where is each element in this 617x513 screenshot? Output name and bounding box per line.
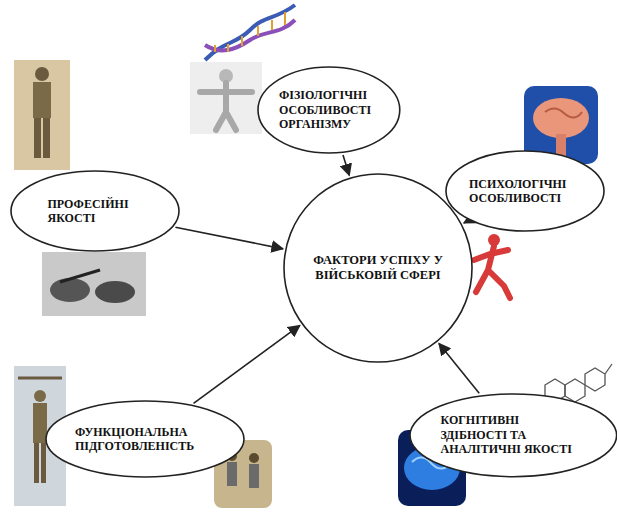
dna-helix — [205, 5, 295, 60]
factor-ellipse: ФУНКЦІОНАЛЬНА ПІДГОТОВЛЕНІСТЬ — [45, 400, 245, 478]
node-label: ФАКТОРИ УСПІХУ У ВІЙСЬКОВІЙ СФЕРІ — [296, 253, 461, 283]
shooting-photo — [42, 252, 146, 316]
dna-rungs — [215, 12, 285, 52]
arrow-connector — [439, 343, 479, 393]
node-label: ПРОФЕСІЙНІ ЯКОСТІ — [48, 197, 143, 226]
arrow-connector — [464, 221, 467, 223]
factor-ellipse: ФІЗІОЛОГІЧНІ ОСОБЛИВОСТІ ОРГАНІЗМУ — [257, 66, 401, 154]
dna-strand — [205, 20, 295, 50]
arrow-connector — [343, 155, 349, 175]
factor-ellipse: ПСИХОЛОГІЧНІ ОСОБЛИВОСТІ — [445, 150, 605, 232]
node-label: ФУНКЦІОНАЛЬНА ПІДГОТОВЛЕНІСТЬ — [75, 425, 215, 454]
soldier-photo — [14, 60, 70, 170]
factor-ellipse: КОГНІТИВНІ ЗДІБНОСТІ ТА АНАЛІТИЧНІ ЯКОСТ… — [409, 393, 617, 478]
brain-shape — [533, 98, 589, 138]
arrow-connector — [175, 227, 283, 249]
dna-strand — [205, 5, 295, 60]
node-label: КОГНІТИВНІ ЗДІБНОСТІ ТА АНАЛІТИЧНІ ЯКОСТ… — [440, 413, 585, 456]
runner-figure — [474, 234, 510, 298]
arrow-connector — [194, 325, 300, 403]
node-label: ПСИХОЛОГІЧНІ ОСОБЛИВОСТІ — [469, 177, 581, 206]
body-figure — [190, 62, 262, 134]
figure-ground — [190, 62, 262, 134]
node-label: ФІЗІОЛОГІЧНІ ОСОБЛИВОСТІ ОРГАНІЗМУ — [279, 88, 379, 131]
central-circle: ФАКТОРИ УСПІХУ У ВІЙСЬКОВІЙ СФЕРІ — [283, 173, 473, 363]
factor-ellipse: ПРОФЕСІЙНІ ЯКОСТІ — [10, 170, 180, 252]
figure-body — [200, 83, 252, 130]
